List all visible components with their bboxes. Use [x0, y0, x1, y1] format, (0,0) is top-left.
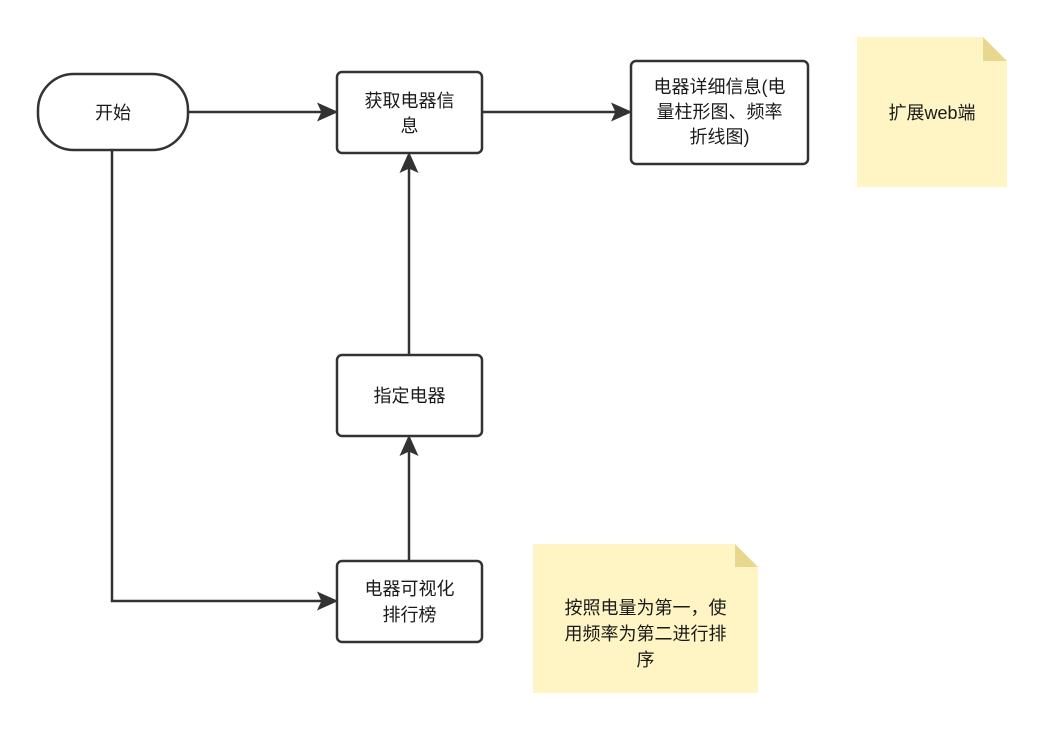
process-box: [335, 70, 484, 155]
note-sort[interactable]: 按照电量为第一，使 用频率为第二进行排 序: [533, 544, 758, 693]
arrowhead: [316, 102, 339, 122]
edge-start-to-ranking: [110, 150, 339, 611]
edge-ranking-to-select: [399, 434, 419, 561]
process-box: [629, 59, 810, 166]
node-label-line-1: 电器可视化: [365, 579, 455, 599]
terminator-shape: [36, 72, 190, 152]
node-get-info[interactable]: 获取电器信 息: [335, 70, 484, 155]
node-label-line-2: 量柱形图、频率: [657, 102, 783, 122]
arrowhead: [316, 591, 339, 611]
node-select[interactable]: 指定电器: [335, 353, 484, 438]
node-label-line-1: 获取电器信: [365, 91, 455, 111]
note-label: 扩展web端: [888, 103, 975, 123]
node-label-line-1: 电器详细信息(电: [654, 77, 786, 97]
node-detail[interactable]: 电器详细信息(电 量柱形图、频率 折线图): [629, 59, 810, 166]
note-body: [533, 544, 758, 693]
process-box: [335, 353, 484, 438]
note-fold-corner: [735, 544, 758, 567]
note-label-line-1: 按照电量为第一，使: [565, 598, 727, 618]
node-label-line-2: 排行榜: [383, 605, 437, 625]
arrowhead: [399, 434, 419, 457]
arrowhead: [610, 102, 633, 122]
node-label-line-2: 息: [401, 116, 419, 136]
node-ranking[interactable]: 电器可视化 排行榜: [335, 559, 484, 644]
note-body: [857, 37, 1007, 187]
edge-select-to-get-info: [399, 151, 419, 355]
process-box: [335, 559, 484, 644]
node-start[interactable]: 开始: [36, 72, 190, 152]
arrowhead: [399, 151, 419, 174]
node-label-line-3: 折线图): [690, 127, 750, 147]
node-label: 开始: [95, 103, 131, 123]
note-fold-corner: [983, 37, 1007, 61]
edge-get-info-to-detail: [482, 102, 633, 122]
edge-line: [110, 150, 323, 603]
note-label-line-2: 用频率为第二进行排: [565, 624, 727, 644]
note-web[interactable]: 扩展web端: [857, 37, 1007, 187]
edge-start-to-get-info: [188, 102, 339, 122]
note-label-line-3: 序: [637, 650, 655, 670]
node-label: 指定电器: [374, 386, 446, 406]
